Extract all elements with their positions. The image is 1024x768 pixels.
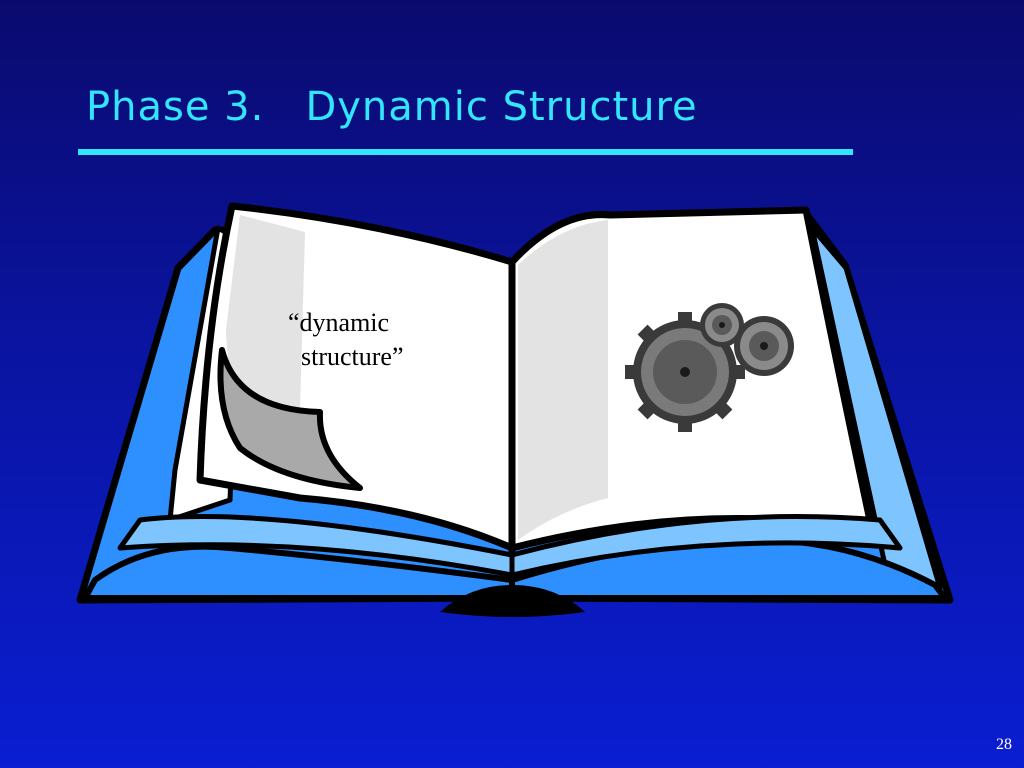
page-caption: “dynamic structure”	[288, 306, 404, 374]
right-page-shadow	[518, 220, 608, 540]
page-caption-line2: structure”	[288, 342, 404, 371]
slide-number: 28	[996, 736, 1012, 753]
gears-icon	[625, 303, 794, 432]
title-underline	[78, 149, 853, 155]
page-caption-line1: “dynamic	[288, 308, 390, 337]
page-curl	[217, 347, 363, 491]
left-page-shadow	[226, 215, 305, 420]
slide-title: Phase 3. Dynamic Structure	[86, 84, 698, 130]
page-wave-left	[82, 543, 515, 601]
book-spine-base	[440, 585, 585, 617]
page-wave-right-inner	[509, 514, 903, 578]
